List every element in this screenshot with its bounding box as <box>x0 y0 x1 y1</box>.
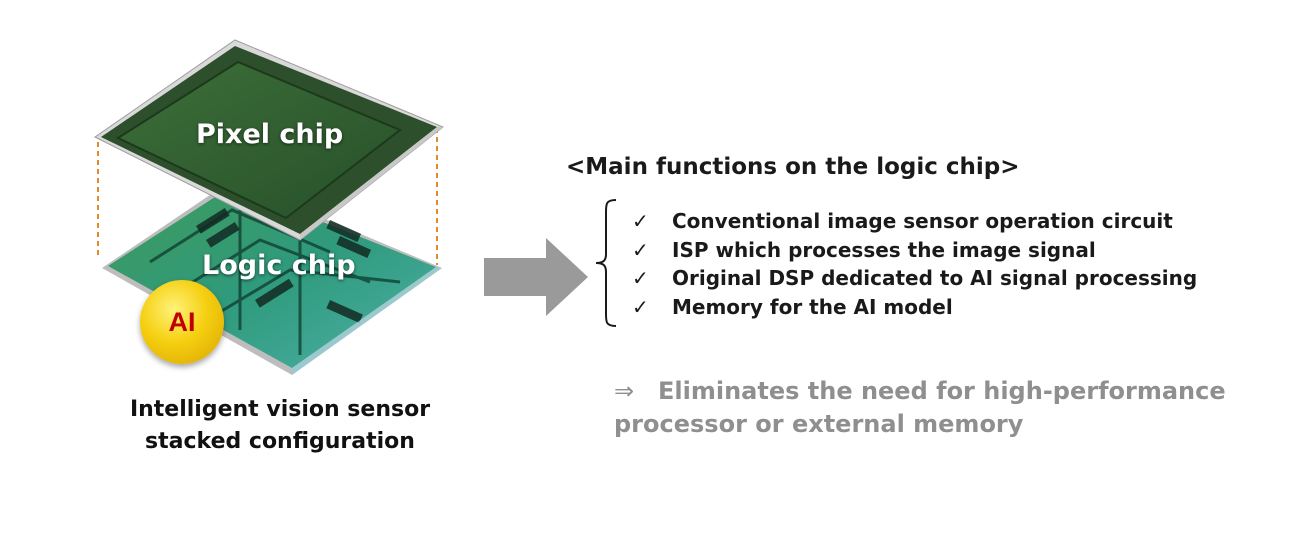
check-icon: ✓ <box>632 237 649 262</box>
logic-chip-label: Logic chip <box>202 250 356 281</box>
implies-arrow-icon: ⇒ <box>614 377 635 405</box>
function-item: ✓ Conventional image sensor operation cir… <box>632 207 1197 236</box>
conclusion-line-1: Eliminates the need for high-performance <box>658 377 1226 405</box>
function-item-text: Conventional image sensor operation circ… <box>672 209 1173 233</box>
stacked-chip-illustration: Pixel chip Logic chip AI <box>0 0 480 400</box>
caption-line-1: Intelligent vision sensor <box>129 397 431 422</box>
pixel-chip <box>94 39 444 241</box>
function-item-text: ISP which processes the image signal <box>672 237 1096 262</box>
ai-badge-text: AI <box>168 306 196 337</box>
function-item: ✓ Memory for the AI model <box>632 293 1197 322</box>
function-item: ✓ Original DSP dedicated to AI signal pro… <box>632 264 1197 293</box>
functions-heading: <Main functions on the logic chip> <box>566 154 1020 180</box>
function-item: ✓ ISP which processes the image signal <box>632 236 1197 265</box>
right-arrow-icon <box>484 238 588 316</box>
function-list: ✓ Conventional image sensor operation cir… <box>632 207 1197 321</box>
check-icon: ✓ <box>632 266 649 291</box>
check-icon: ✓ <box>632 294 649 319</box>
caption-line-2: stacked configuration <box>145 429 415 454</box>
pixel-chip-label: Pixel chip <box>196 119 344 150</box>
conclusion-text: ⇒ Eliminates the need for high-performanc… <box>614 375 1226 441</box>
function-item-text: Original DSP dedicated to AI signal proc… <box>672 266 1198 291</box>
function-item-text: Memory for the AI model <box>672 294 953 319</box>
check-icon: ✓ <box>632 209 649 233</box>
logic-chip <box>102 180 442 375</box>
conclusion-line-2: processor or external memory <box>614 410 1024 438</box>
ai-badge: AI <box>140 280 224 364</box>
left-brace-icon <box>595 199 617 327</box>
figure-caption: Intelligent vision sensor stacked config… <box>60 394 500 458</box>
chip-stack-graphic <box>94 39 444 375</box>
